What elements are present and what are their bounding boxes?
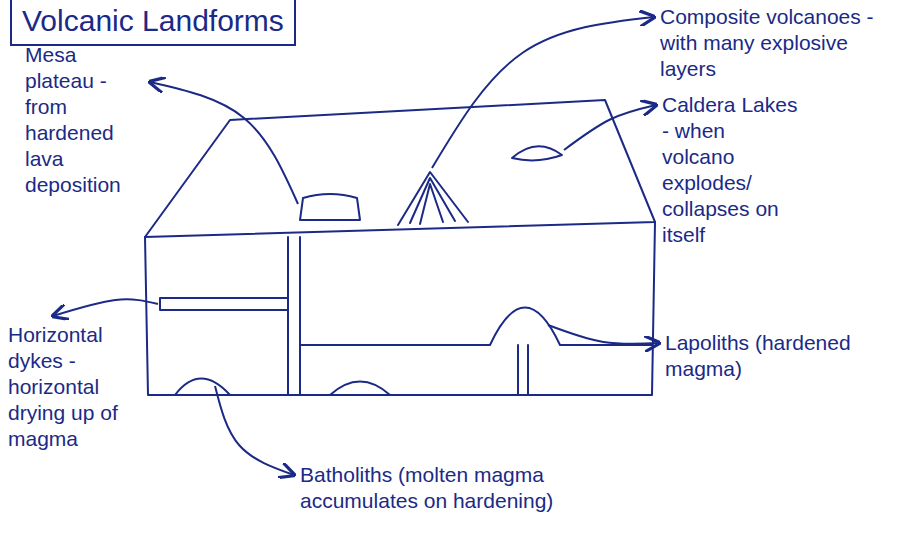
magma-pipe — [288, 237, 300, 395]
annotation-label: Caldera Lakes - when volcano explodes/ c… — [662, 92, 802, 248]
annotation-label: Lapoliths (hardened magma) — [665, 330, 895, 382]
mesa-shape — [300, 194, 360, 220]
annotation-label: Horizontal dykes - horizontal drying up … — [8, 322, 138, 452]
leader-line — [432, 17, 654, 168]
front-face — [145, 222, 655, 395]
lapolith-stem — [518, 345, 528, 395]
horizontal-dyke — [160, 298, 288, 310]
leader-line — [548, 325, 659, 344]
annotation-label: Composite volcanoes - with many explosiv… — [660, 4, 895, 82]
lapolith-shape — [300, 308, 652, 346]
caldera-shape — [512, 146, 562, 160]
top-surface — [145, 100, 655, 237]
leader-line — [215, 386, 294, 475]
annotation-label: Batholiths (molten magma accumulates on … — [300, 462, 640, 514]
volcano-shape — [398, 172, 468, 225]
leader-line — [564, 105, 656, 150]
batholith-shape — [175, 379, 390, 396]
diagram-title: Volcanic Landforms — [10, 0, 296, 46]
leader-line — [150, 82, 298, 204]
leader-line — [53, 299, 158, 316]
annotation-label: Mesa plateau - from hardened lava deposi… — [25, 42, 145, 198]
